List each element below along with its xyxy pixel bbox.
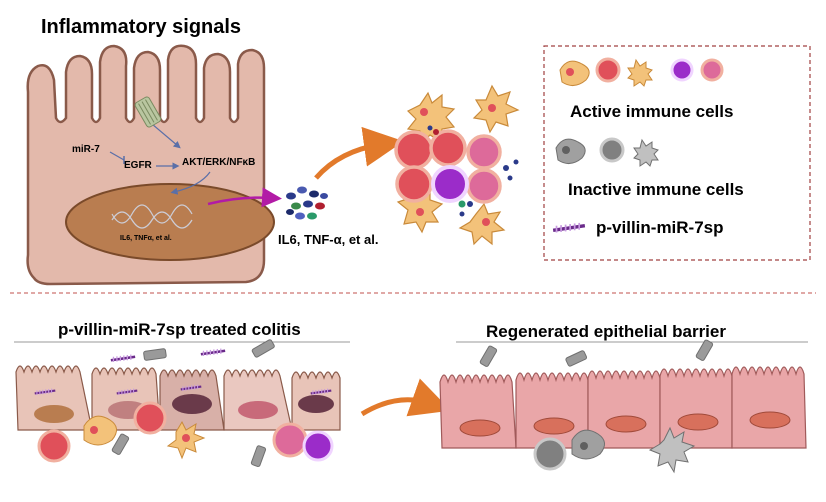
legend-active-label: Active immune cells — [570, 102, 734, 121]
legend-box — [543, 45, 811, 261]
activation-arrow — [314, 126, 404, 180]
legend-peptide-label: p-villin-miR-7sp — [596, 218, 724, 237]
mir7-label: miR-7 — [72, 144, 100, 155]
nucleus-cytokine-label: IL6, TNFα, et al. — [120, 235, 172, 242]
cytokine-cluster — [286, 186, 328, 220]
treated-colitis-title: p-villin-miR-7sp treated colitis — [58, 320, 301, 339]
egfr-label: EGFR — [124, 160, 152, 171]
regenerated-epithelium — [439, 339, 807, 474]
regenerated-barrier-title: Regenerated epithelial barrier — [486, 322, 726, 341]
treated-epithelium — [15, 339, 341, 468]
active-immune-cluster — [394, 84, 520, 246]
pathway-label: AKT/ERK/NFκB — [182, 157, 256, 168]
legend-inactive-label: Inactive immune cells — [568, 180, 744, 199]
regeneration-arrow — [360, 378, 451, 417]
epithelial-cell — [26, 44, 282, 286]
cytokine-label: IL6, TNF-α, et al. — [278, 232, 379, 247]
top-title: Inflammatory signals — [41, 16, 242, 38]
